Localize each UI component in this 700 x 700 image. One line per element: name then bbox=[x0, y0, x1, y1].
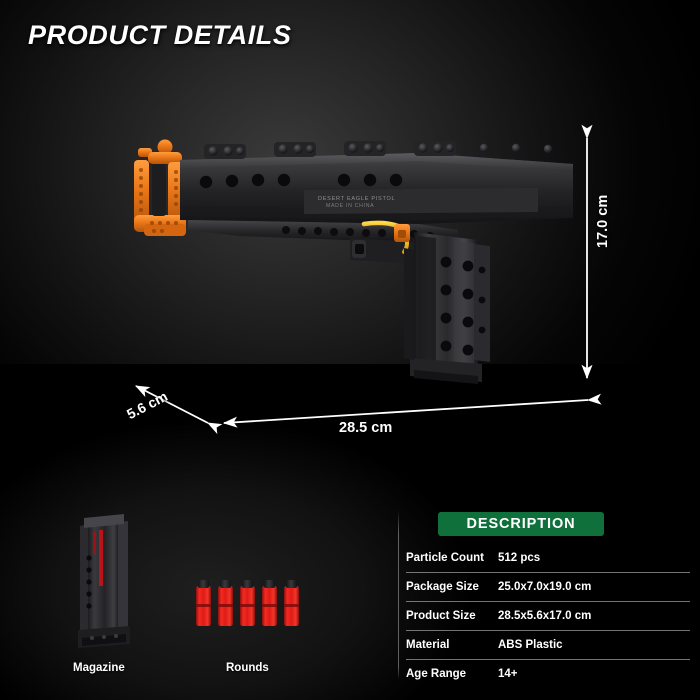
row-value: 512 pcs bbox=[498, 552, 541, 564]
round-item bbox=[284, 580, 299, 626]
table-row: Particle Count 512 pcs bbox=[406, 544, 690, 572]
pistol-illustration: DESERT EAGLE PISTOL MADE IN CHINA bbox=[134, 139, 573, 384]
rounds-image bbox=[192, 572, 310, 639]
description-header-label: DESCRIPTION bbox=[466, 516, 576, 532]
round-item bbox=[262, 580, 277, 626]
description-table: Particle Count 512 pcs Package Size 25.0… bbox=[406, 544, 690, 688]
slide-pin-holes bbox=[199, 173, 403, 189]
engraving-line-2: MADE IN CHINA bbox=[326, 203, 374, 209]
slide-engraving-plate: DESERT EAGLE PISTOL MADE IN CHINA bbox=[304, 188, 538, 214]
row-key: Particle Count bbox=[406, 552, 484, 564]
row-value: 25.0x7.0x19.0 cm bbox=[498, 581, 592, 593]
magazine-label: Magazine bbox=[73, 662, 125, 674]
top-rail-pins bbox=[204, 141, 553, 159]
row-value: ABS Plastic bbox=[498, 639, 563, 651]
table-row: Material ABS Plastic bbox=[406, 630, 690, 659]
magazine-image bbox=[62, 512, 150, 655]
round-item bbox=[218, 580, 233, 626]
row-value: 28.5x5.6x17.0 cm bbox=[498, 610, 592, 622]
height-dimension-label: 17.0 cm bbox=[595, 194, 611, 248]
trigger-assembly bbox=[350, 220, 418, 264]
row-key: Age Range bbox=[406, 668, 467, 680]
row-value: 14+ bbox=[498, 668, 518, 680]
rounds-label: Rounds bbox=[226, 662, 269, 674]
table-row: Package Size 25.0x7.0x19.0 cm bbox=[406, 572, 690, 601]
page-title: PRODUCT DETAILS bbox=[28, 20, 292, 50]
row-key: Material bbox=[406, 639, 450, 651]
width-dimension-label: 28.5 cm bbox=[339, 420, 393, 436]
round-item bbox=[240, 580, 255, 626]
engraving-line-1: DESERT EAGLE PISTOL bbox=[318, 196, 395, 202]
grip bbox=[404, 232, 490, 384]
row-key: Package Size bbox=[406, 581, 479, 593]
round-item bbox=[196, 580, 211, 626]
table-row: Age Range 14+ bbox=[406, 659, 690, 688]
row-key: Product Size bbox=[406, 610, 476, 622]
description-header: DESCRIPTION bbox=[438, 512, 604, 536]
description-panel: DESCRIPTION Particle Count 512 pcs Packa… bbox=[398, 508, 690, 680]
muzzle-assembly bbox=[134, 139, 186, 236]
panel-left-rule bbox=[398, 510, 399, 680]
table-row: Product Size 28.5x5.6x17.0 cm bbox=[406, 601, 690, 630]
